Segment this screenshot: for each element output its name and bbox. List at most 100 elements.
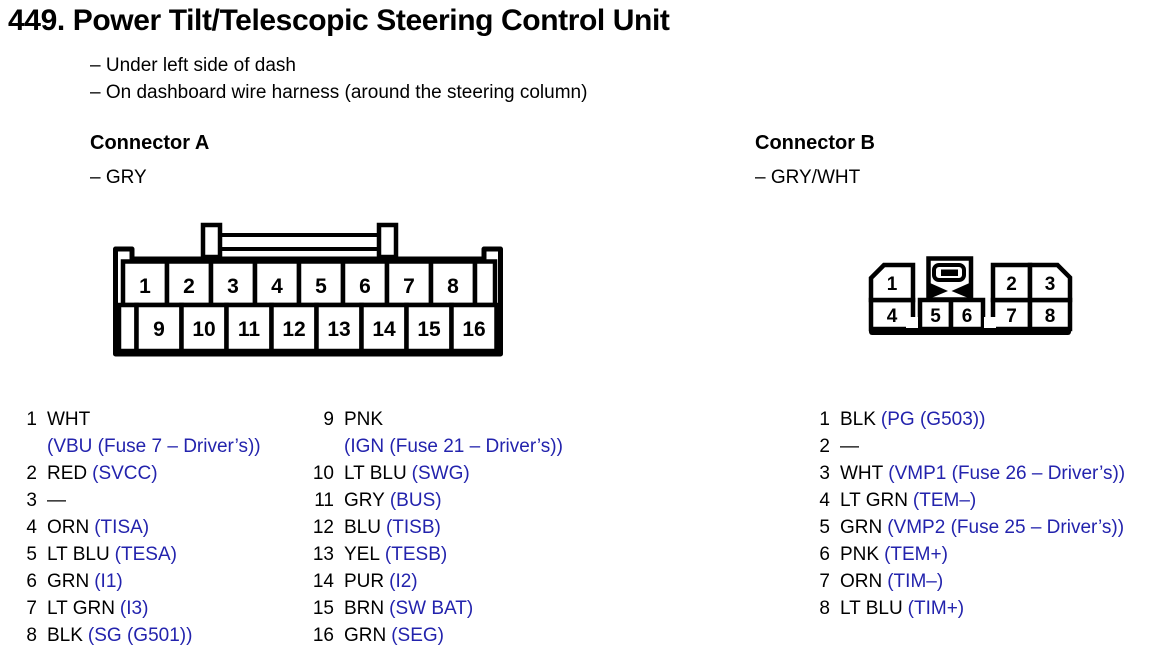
- page-title: 449. Power Tilt/Telescopic Steering Cont…: [8, 4, 670, 37]
- signal-code: (SWG): [411, 463, 470, 484]
- wire-color: BLK: [47, 625, 83, 646]
- wire-color: GRY: [344, 490, 385, 511]
- pin-row: 12 BLU(TISB): [306, 514, 563, 541]
- pin-cell-number: 1: [139, 275, 151, 298]
- pin-row: 4 ORN(TISA): [22, 514, 261, 541]
- pin-description: LT GRN(TEM–): [840, 487, 976, 514]
- connector-b-latch-icon: [930, 263, 970, 299]
- wire-color: ORN: [840, 571, 883, 592]
- wire-color: GRN: [47, 571, 90, 592]
- connector-b-diagram: 1 2 3 4 5 6 7 8: [868, 256, 1073, 335]
- pin-number: 3: [819, 463, 830, 484]
- pin-description: LT BLU(TESA): [47, 541, 177, 568]
- pin-cell-number: 9: [153, 318, 165, 341]
- pin-number: 8: [819, 598, 830, 619]
- pin-description: ORN(TISA): [47, 514, 149, 541]
- wire-color: BLU: [344, 517, 381, 538]
- wire-color: LT BLU: [344, 463, 407, 484]
- connector-b-notch: [906, 317, 918, 328]
- signal-code: (I3): [119, 598, 149, 619]
- wire-color: ORN: [47, 517, 90, 538]
- signal-code: (SVCC): [92, 463, 158, 484]
- pin-number: 2: [819, 436, 830, 457]
- connector-a-wire-color: – GRY: [90, 167, 147, 188]
- signal-code: (VBU (Fuse 7 – Driver’s)): [47, 436, 261, 457]
- pin-number: 12: [312, 517, 334, 538]
- pin-number: 13: [312, 544, 334, 565]
- wire-color: YEL: [344, 544, 380, 565]
- pin-number: 5: [26, 544, 37, 565]
- pin-number: 14: [312, 571, 334, 592]
- pin-cell-number: 14: [372, 318, 396, 341]
- pin-cell-number: 13: [327, 318, 350, 341]
- pin-cell-number: 1: [887, 274, 898, 295]
- signal-code: (TISB): [385, 517, 441, 538]
- wire-color: GRN: [344, 625, 387, 646]
- pin-cell-number: 3: [227, 275, 239, 298]
- pin-description: LT GRN(I3): [47, 595, 148, 622]
- wire-color: WHT: [47, 409, 91, 430]
- pin-cell-number: 7: [1006, 306, 1017, 327]
- pin-row: 13 YEL(TESB): [306, 541, 563, 568]
- wire-color: BLK: [840, 409, 876, 430]
- pin-row: 5 LT BLU(TESA): [22, 541, 261, 568]
- signal-code: (TESB): [384, 544, 448, 565]
- wire-color: PNK: [840, 544, 880, 565]
- pin-description: PNK(IGN (Fuse 21 – Driver’s)): [344, 406, 563, 460]
- pin-cell-number: 10: [192, 318, 215, 341]
- location-note-2: – On dashboard wire harness (around the …: [90, 82, 588, 103]
- signal-code: (I2): [389, 571, 418, 592]
- pin-description: BRN(SW BAT): [344, 595, 473, 622]
- pin-description: GRN(SEG): [344, 622, 444, 649]
- pin-cell-number: 6: [962, 306, 973, 327]
- pin-cell-number: 4: [887, 306, 898, 327]
- signal-code: (VMP2 (Fuse 25 – Driver’s)): [887, 517, 1125, 538]
- signal-code: (SW BAT): [389, 598, 474, 619]
- pin-cell-number: 2: [1006, 274, 1017, 295]
- pin-description: YEL(TESB): [344, 541, 447, 568]
- pin-number: 2: [26, 463, 37, 484]
- pin-cell-number: 15: [417, 318, 441, 341]
- pin-cell-number: 12: [282, 318, 305, 341]
- signal-code: (TEM+): [884, 544, 948, 565]
- signal-code: (TISA): [94, 517, 150, 538]
- pin-description: BLK(PG (G503)): [840, 406, 985, 433]
- pin-row: 6 PNK(TEM+): [816, 541, 1125, 568]
- pin-description: BLK(SG (G501)): [47, 622, 192, 649]
- pin-description: GRY(BUS): [344, 487, 442, 514]
- wire-color: LT GRN: [47, 598, 115, 619]
- pin-description: GRN(I1): [47, 568, 123, 595]
- signal-code: (TIM–): [887, 571, 944, 592]
- pin-description: PNK(TEM+): [840, 541, 948, 568]
- wire-color: WHT: [840, 463, 884, 484]
- signal-code: (I1): [94, 571, 123, 592]
- pin-description: LT BLU(SWG): [344, 460, 470, 487]
- connector-a-pin-numbers: 1 2 3 4 5 6 7 8 9 10 11 12 13 14 15 16: [139, 275, 486, 341]
- pin-cell-number: 5: [315, 275, 327, 298]
- connector-b-notch: [984, 317, 996, 328]
- pin-cell-number: 11: [238, 318, 261, 341]
- pin-number: 6: [819, 544, 830, 565]
- pin-description: GRN(VMP2 (Fuse 25 – Driver’s)): [840, 514, 1124, 541]
- pin-cell-number: 5: [930, 306, 941, 327]
- connector-b-heading: Connector B: [755, 132, 875, 154]
- connector-a-diagram: 1 2 3 4 5 6 7 8 9 10 11 12 13 14 15 16: [113, 222, 503, 357]
- pin-description: BLU(TISB): [344, 514, 441, 541]
- connector-b-wire-color: – GRY/WHT: [755, 167, 861, 188]
- pin-cell-number: 3: [1045, 274, 1056, 295]
- signal-code: (TESA): [114, 544, 177, 565]
- pin-number: 4: [26, 517, 37, 538]
- connector-a-pin-cells: [116, 259, 499, 354]
- signal-code: (SEG): [391, 625, 445, 646]
